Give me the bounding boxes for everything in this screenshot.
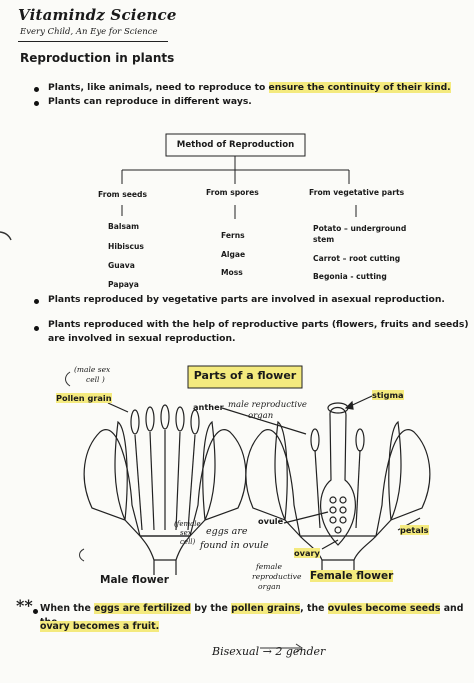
bullet: [34, 101, 39, 106]
method-vegetative-heading: From vegetative parts: [309, 188, 405, 197]
ovule-label: ovule: [258, 516, 284, 526]
vegetative-item: Carrot – root cutting: [313, 254, 401, 263]
conclusion-text: When the: [40, 603, 95, 614]
vegetative-item: stem: [313, 235, 335, 244]
spore-item: Ferns: [221, 231, 245, 240]
method-seeds-heading: From seeds: [98, 190, 147, 199]
anther-note-line-1: male reproductive: [228, 400, 307, 410]
statement-asexual: Plants reproduced by vegetative parts ar…: [48, 294, 445, 305]
asterisk-mark: **: [16, 596, 33, 615]
intro-bullet-2: Plants can reproduce in different ways.: [48, 96, 252, 107]
conclusion-highlight: ovary becomes a fruit.: [40, 621, 160, 632]
petals-label: petals: [400, 525, 429, 535]
method-root: Method of Reproduction: [176, 140, 295, 150]
eggs-line-1: eggs are: [206, 526, 248, 537]
petals-label-text: petals: [400, 525, 429, 535]
pollen-note-line-2: cell ): [86, 375, 105, 384]
bullet: [34, 299, 39, 304]
female-flower-caption: Female flower: [310, 570, 394, 582]
ovary-note-line-1: female: [256, 562, 282, 571]
pollen-grain-label: Pollen grain: [56, 393, 112, 403]
vegetative-item: Potato – underground: [313, 224, 407, 233]
bullet: [33, 609, 38, 614]
intro-bullet-1: Plants, like animals, need to reproduce …: [48, 81, 451, 95]
conclusion-text: by the: [191, 603, 232, 614]
anther-label: anther: [193, 402, 224, 412]
conclusion-highlight: eggs are fertilized: [94, 603, 191, 614]
header-rule: [18, 41, 168, 42]
pollen-grain-label-text: Pollen grain: [56, 393, 112, 403]
spore-item: Moss: [221, 268, 243, 277]
conclusion-highlight: pollen grains: [231, 603, 301, 614]
eggs-note-line-2: sex: [180, 529, 192, 537]
seed-item: Balsam: [108, 222, 140, 231]
male-flower-drawing: [83, 402, 247, 575]
parts-of-flower-heading: Parts of a flower: [193, 369, 297, 382]
intro-bullet-1-text: Plants, like animals, need to reproduce …: [48, 82, 269, 93]
anther-note-line-2: organ: [248, 411, 274, 421]
eggs-note-line-1: (female: [174, 520, 201, 528]
conclusion-text: , the: [300, 603, 328, 614]
seed-item: Papaya: [108, 280, 139, 289]
female-flower-caption-text: Female flower: [310, 570, 394, 582]
ovary-label: ovary: [294, 548, 320, 558]
ovary-label-text: ovary: [294, 548, 320, 558]
bullet: [34, 87, 39, 92]
seed-item: Hibiscus: [108, 242, 144, 251]
ovary-note-line-3: organ: [258, 582, 281, 591]
section-title: Reproduction in plants: [20, 51, 175, 65]
statement-sexual-line-1: Plants reproduced with the help of repro…: [48, 319, 469, 330]
spore-item: Algae: [221, 250, 246, 259]
pollen-note-line-1: (male sex: [74, 365, 111, 374]
stigma-label: stigma: [372, 390, 404, 400]
footnote-bisexual: Bisexual → 2 gender: [212, 645, 326, 658]
intro-bullet-1-highlight: ensure the continuity of their kind.: [268, 82, 451, 93]
vegetative-item: Begonia - cutting: [313, 272, 387, 281]
eggs-note-line-3: cell): [180, 538, 196, 546]
statement-sexual-line-2: are involved in sexual reproduction.: [48, 333, 236, 344]
brand-tagline: Every Child, An Eye for Science: [20, 27, 158, 37]
conclusion-line-2: ovary becomes a fruit.: [40, 620, 160, 634]
bullet: [34, 326, 39, 331]
eggs-line-2: found in ovule: [200, 540, 269, 551]
conclusion-highlight: ovules become seeds: [327, 603, 441, 614]
method-spores-heading: From spores: [206, 188, 259, 197]
seed-item: Guava: [108, 261, 135, 270]
female-flower-drawing: [221, 395, 431, 575]
brand-title: Vitamindz Science: [18, 6, 177, 24]
ovary-note-line-2: reproductive: [252, 572, 302, 581]
male-flower-caption: Male flower: [100, 574, 169, 586]
stigma-label-text: stigma: [372, 390, 404, 400]
